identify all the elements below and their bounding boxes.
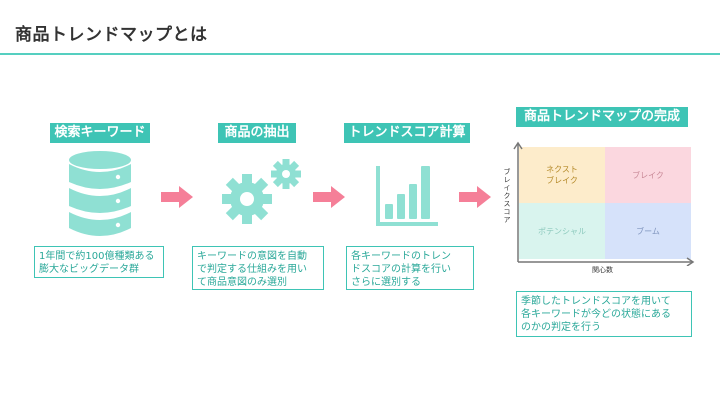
- database-icon: [69, 151, 131, 236]
- flow-arrow-icon: [313, 186, 345, 208]
- bar-chart-icon: [376, 166, 438, 226]
- step-description-search-keywords: 1年間で約100億種類ある 膨大なビッグデータ群: [34, 246, 164, 278]
- step-label-product-extraction: 商品の抽出: [218, 123, 296, 143]
- flow-arrow-icon: [459, 186, 491, 208]
- page-title: 商品トレンドマップとは: [15, 25, 208, 45]
- quadrant-boom: ブーム: [605, 203, 691, 259]
- matrix-axes: [513, 141, 695, 266]
- quadrant-break: ブレイク: [605, 147, 691, 203]
- flow-arrow-icon: [161, 186, 193, 208]
- step-description-product-extraction: キーワードの意図を自動 で判定する仕組みを用い て商品意図のみ選別: [192, 246, 324, 290]
- title-divider: [0, 53, 720, 55]
- step-label-trend-map: 商品トレンドマップの完成: [516, 107, 688, 127]
- quadrant-next-break: ネクスト ブレイク: [519, 147, 605, 203]
- step-label-search-keywords: 検索キーワード: [50, 123, 150, 143]
- result-description: 季節したトレンドスコアを用いて 各キーワードが今どの状態にある のかの判定を行う: [516, 291, 692, 337]
- gears-icon: [222, 159, 301, 224]
- matrix-x-axis-label: 関心数: [592, 266, 613, 274]
- quadrant-potential: ポテンシャル: [519, 203, 605, 259]
- step-label-trend-score: トレンドスコア計算: [344, 123, 470, 143]
- matrix-y-axis-label: ブレイクスコア: [503, 168, 511, 224]
- step-description-trend-score: 各キーワードのトレン ドスコアの計算を行い さらに選別する: [346, 246, 474, 290]
